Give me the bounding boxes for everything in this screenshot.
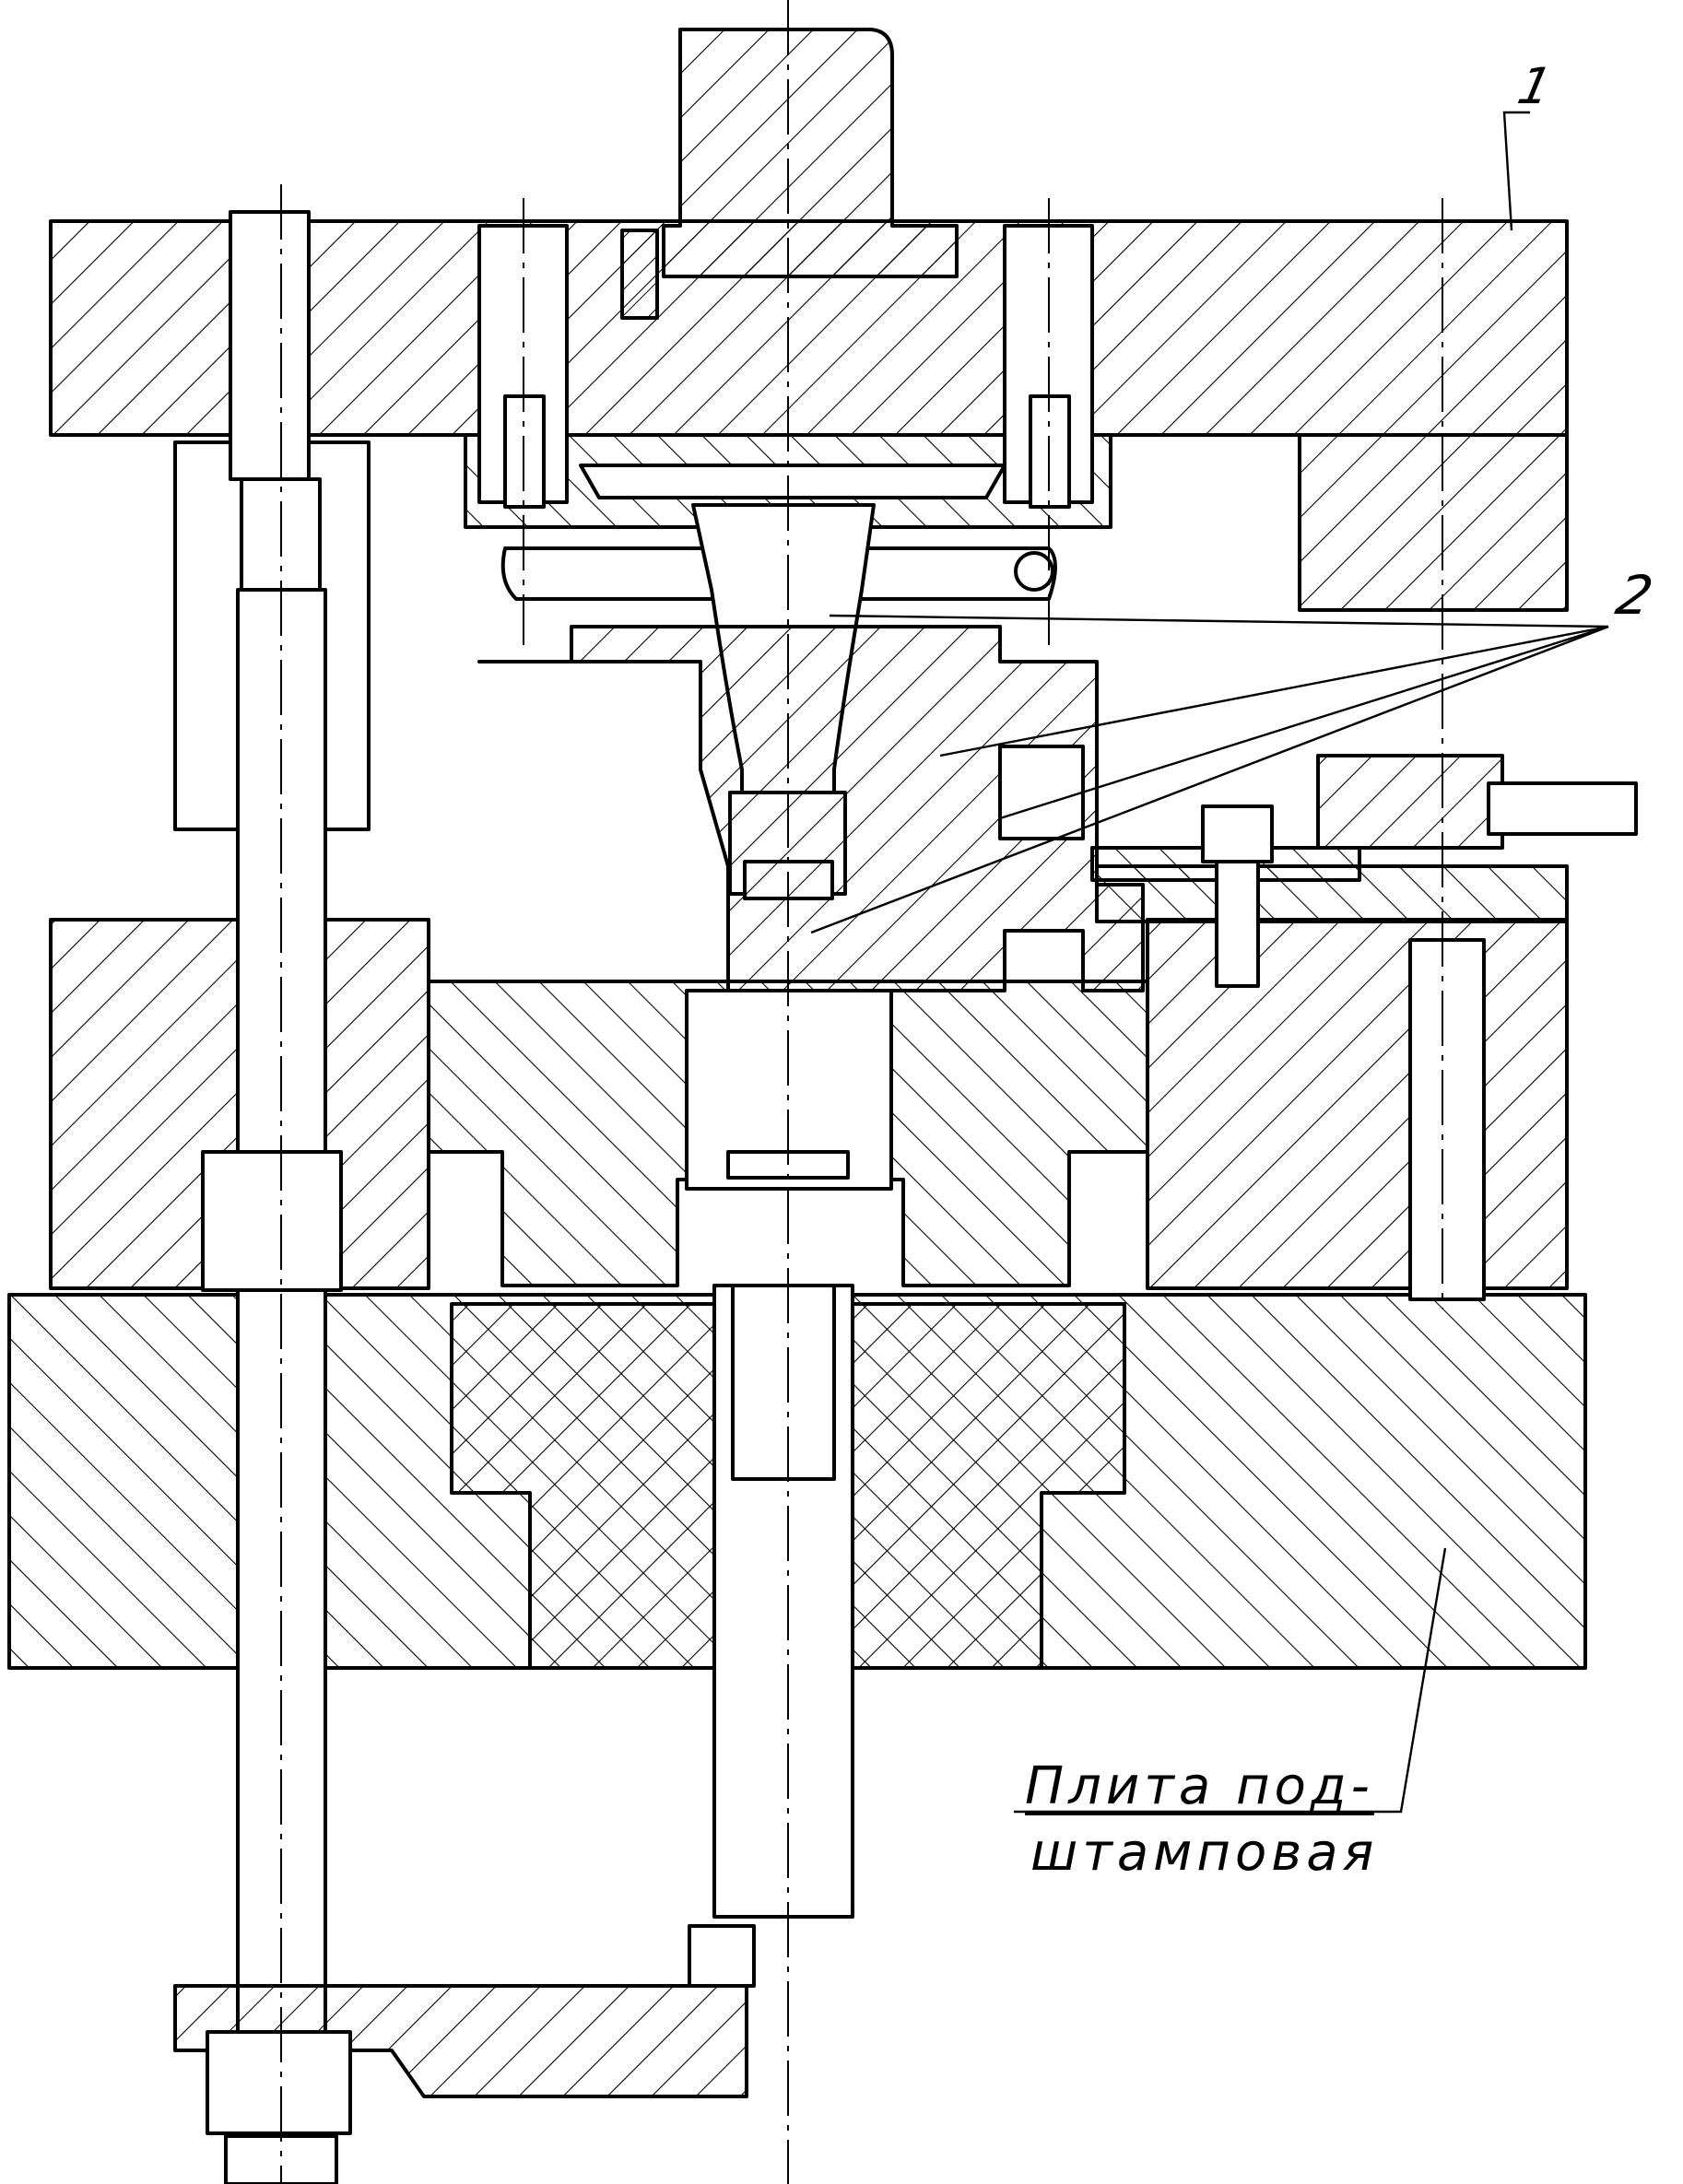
leader-2a [829, 614, 1609, 628]
leader-2b [939, 625, 1609, 757]
leader-plate [1014, 1547, 1447, 1814]
ejector-sleeve [685, 989, 893, 1191]
pivot-pin [1014, 551, 1054, 592]
bolster-plate-label-line2: штамповая [1030, 1823, 1379, 1883]
upper-plate-right-block [1298, 433, 1569, 612]
die-insert-right [998, 745, 1085, 840]
clamp-screw-block [1316, 754, 1504, 850]
lever-nut [206, 2030, 352, 2135]
leader-2c [999, 625, 1609, 820]
lower-die-right-block [1146, 918, 1569, 1290]
leader-2d [810, 625, 1609, 934]
leader-1 [1502, 111, 1530, 231]
side-screw [1487, 781, 1638, 836]
pin-top [620, 229, 659, 320]
bolster-plate-label-line1: Плита под- [1025, 1756, 1374, 1816]
